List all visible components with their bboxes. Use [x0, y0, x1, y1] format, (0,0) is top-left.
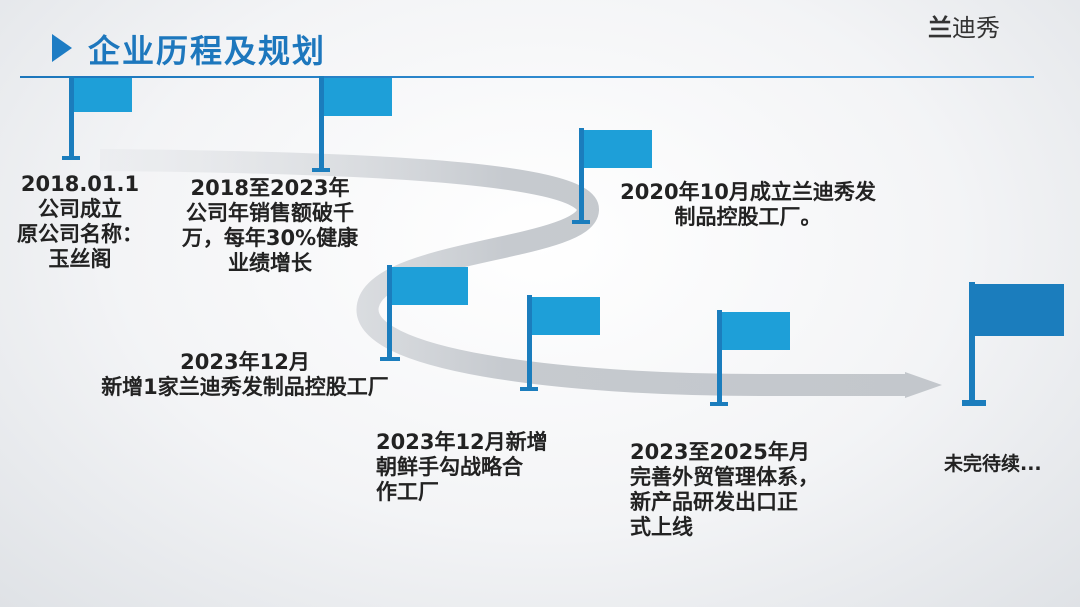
header-divider: [20, 76, 1034, 78]
milestone-label: 2018.01.1 公司成立 原公司名称： 玉丝阁: [17, 172, 143, 271]
milestone-label: 2023至2025年月 完善外贸管理体系， 新产品研发出口正 式上线: [630, 440, 819, 539]
flag-icon: [62, 76, 132, 160]
milestone-label: 未完待续...: [944, 453, 1042, 475]
flag-icon: [572, 128, 652, 224]
flag-icon: [312, 76, 392, 172]
flag-icon: [520, 295, 600, 391]
page-title: 企业历程及规划: [88, 32, 327, 70]
milestone-label: 2023年12月 新增1家兰迪秀发制品控股工厂: [101, 350, 389, 399]
milestone-label: 2023年12月新增 朝鲜手勾战略合 作工厂: [376, 430, 548, 504]
flag-icon: [710, 310, 790, 406]
flag-icon: [962, 282, 1064, 406]
milestone-label: 2020年10月成立兰迪秀发 制品控股工厂。: [620, 180, 876, 229]
brand-logo: 兰迪秀: [928, 14, 1000, 42]
flag-icon: [380, 265, 468, 361]
title-arrow-icon: [52, 34, 72, 62]
milestone-label: 2018至2023年 公司年销售额破千 万，每年30%健康 业绩增长: [181, 176, 359, 275]
